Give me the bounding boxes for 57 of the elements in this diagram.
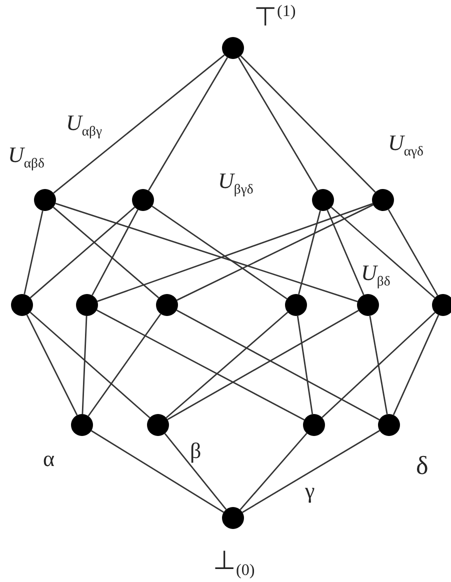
lattice-edge (176, 204, 374, 301)
element-label: U$_{αβγ}$ (66, 112, 102, 138)
lattice-edge (369, 316, 388, 414)
element-label: U$_{βδ}$ (361, 262, 390, 288)
lattice-node (76, 294, 98, 316)
lattice-node (147, 414, 169, 436)
lattice-edge (242, 430, 380, 513)
lattice-edge (24, 210, 44, 294)
lattice-node (357, 294, 379, 316)
lattice-edge (240, 55, 376, 193)
lattice-edge (240, 432, 308, 510)
lattice-edge (97, 203, 373, 302)
lattice-node (222, 37, 244, 59)
lattice-edge (166, 312, 288, 418)
element-label: U$_{αβδ}$ (8, 144, 44, 170)
node-label: ⊤$^{(1)}$ (254, 4, 296, 31)
lattice-edge (30, 206, 136, 298)
lattice-node (71, 414, 93, 436)
lattice-edge (326, 210, 364, 296)
lattice-edge (30, 312, 150, 418)
lattice-edge (330, 206, 436, 298)
lattice-edge (322, 312, 436, 418)
lattice-node (303, 414, 325, 436)
lattice-edge (238, 57, 318, 191)
lattice-node (156, 294, 178, 316)
lattice-node (378, 414, 400, 436)
element-label: U$_{βγδ}$ (218, 170, 254, 196)
lattice-edge (92, 209, 138, 296)
lattice-node (132, 189, 154, 211)
lattice-edge (55, 202, 358, 302)
lattice-node (222, 507, 244, 529)
element-label: U$_{αγδ}$ (388, 132, 424, 158)
lattice-edge (298, 210, 321, 295)
lattice-edge (152, 206, 288, 300)
lattice-node (372, 189, 394, 211)
lattice-node (34, 189, 56, 211)
lattice-edge (148, 57, 228, 191)
lattice-edge (296, 316, 314, 414)
element-label: γ (305, 480, 315, 502)
lattice-node (432, 294, 451, 316)
node-label: ⊥$_{(0)}$ (213, 548, 255, 580)
lattice-node (312, 189, 334, 211)
lattice-node (285, 294, 307, 316)
lattice-edge (164, 433, 227, 510)
element-label: δ (416, 453, 428, 479)
lattice-node (11, 294, 33, 316)
lattice-edge (53, 54, 225, 194)
element-label: β (190, 440, 202, 462)
lattice-edge (392, 314, 440, 416)
lattice-edge (88, 314, 162, 416)
lattice-edge (26, 314, 78, 416)
element-label: α (43, 448, 55, 470)
lattice-edge (388, 209, 438, 296)
lattice-edge (52, 206, 160, 298)
lattice-edge (91, 430, 224, 513)
lattice-edge (82, 316, 88, 414)
lattice-edge (96, 310, 305, 420)
